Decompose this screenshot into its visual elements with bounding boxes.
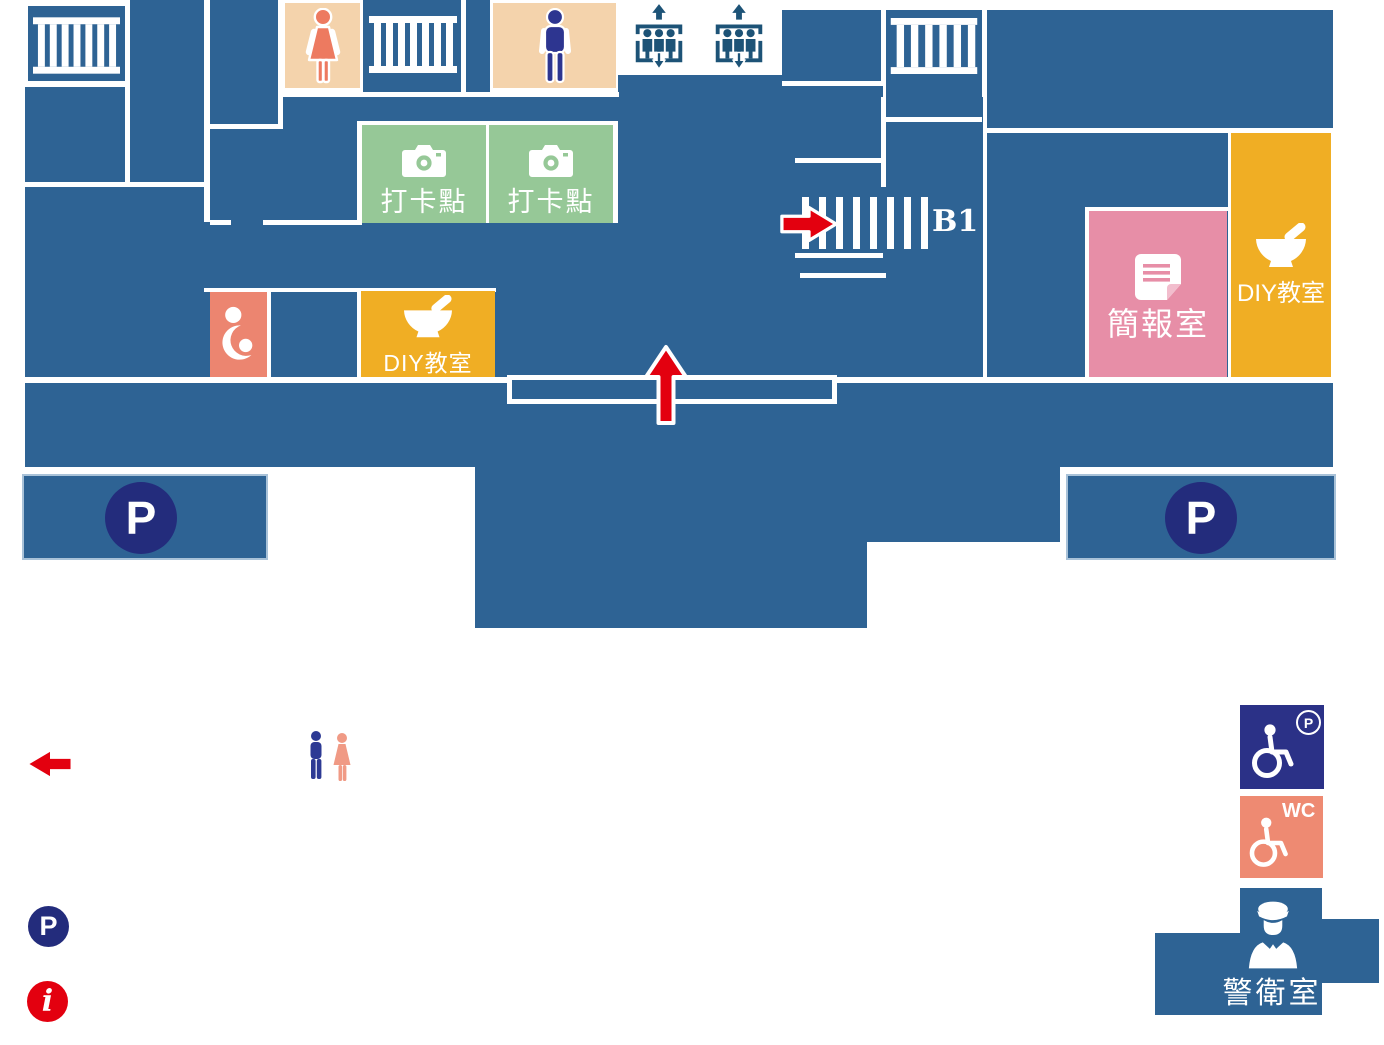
stairs-icon <box>890 18 978 74</box>
restroom-men <box>493 3 616 88</box>
entrance-up-arrow-icon <box>642 344 690 426</box>
wall <box>204 129 210 222</box>
diy-classroom-left: DIY教室 <box>361 291 495 377</box>
map-block <box>210 0 278 124</box>
nursing-icon <box>219 305 259 363</box>
parking-letter: P <box>125 492 157 544</box>
guard-icon <box>1247 899 1299 971</box>
parking-letter: P <box>39 911 58 941</box>
stair-landing-line <box>795 253 883 258</box>
briefing-label: 簡報室 <box>1106 306 1209 342</box>
stair-tread <box>921 197 928 249</box>
map-block <box>25 187 207 377</box>
camera-icon <box>529 143 573 177</box>
parking-icon: P <box>1165 482 1237 554</box>
parking-icon: P <box>105 482 177 554</box>
accessible-wc-box: WC <box>1240 796 1323 878</box>
wall <box>204 288 496 292</box>
parking-letter: P <box>1185 492 1217 544</box>
legend-parking-icon: P <box>28 906 69 947</box>
map-block <box>776 86 883 134</box>
wall <box>881 97 886 187</box>
wall <box>886 117 982 122</box>
wall <box>357 121 362 223</box>
diy-label: DIY教室 <box>383 350 473 376</box>
wall <box>486 121 490 223</box>
b1-label: B1 <box>932 204 979 239</box>
map-tongue-mid <box>475 467 1060 542</box>
map-block <box>466 0 490 92</box>
nursing-room <box>210 292 267 377</box>
stair-tread <box>853 197 860 249</box>
document-icon <box>1135 254 1181 304</box>
stair-landing-line <box>795 158 883 163</box>
stair-landing-line <box>800 273 886 278</box>
checkin-point-2: 打卡點 <box>489 125 613 223</box>
info-letter: i <box>41 984 54 1019</box>
stairs-icon <box>33 17 120 74</box>
guard-room-block <box>1321 919 1379 983</box>
wall <box>263 220 362 225</box>
map-block <box>782 10 881 81</box>
map-block-top-right <box>987 10 1333 128</box>
elevator-icon <box>628 4 690 72</box>
elevator-icon <box>708 4 770 72</box>
wheelchair-icon <box>1248 723 1298 781</box>
parking-letter: P <box>1303 714 1314 731</box>
mortar-pestle-icon <box>402 295 454 343</box>
man-icon <box>537 8 573 84</box>
legend-info-icon: i <box>27 981 68 1022</box>
restroom-women <box>285 3 360 88</box>
wall <box>357 292 361 377</box>
woman-icon <box>301 8 345 84</box>
diy-classroom-right: DIY教室 <box>1231 133 1331 377</box>
map-block <box>25 87 125 182</box>
wall <box>283 92 619 97</box>
stair-tread <box>904 197 911 249</box>
wall <box>1085 207 1089 377</box>
circled-p-icon: P <box>1296 710 1321 735</box>
map-block <box>130 0 204 182</box>
checkin-label: 打卡點 <box>507 187 595 217</box>
accessible-parking-box: P <box>1240 705 1324 789</box>
legend-left-arrow-icon <box>28 750 72 778</box>
briefing-room: 簡報室 <box>1089 211 1227 377</box>
stair-tread <box>887 197 894 249</box>
b1-right-arrow-icon <box>779 204 839 244</box>
map-tongue-deep <box>475 540 867 628</box>
elevator-area <box>618 0 781 75</box>
legend-restroom-pair-icon <box>306 731 358 784</box>
wall <box>1085 207 1231 211</box>
checkin-point-1: 打卡點 <box>362 125 486 223</box>
wheelchair-icon <box>1246 816 1292 870</box>
mortar-pestle-icon <box>1254 223 1308 273</box>
stair-tread <box>836 197 843 249</box>
wall <box>210 220 231 225</box>
wall <box>267 292 271 377</box>
stairs-icon <box>368 16 458 73</box>
map-block <box>618 75 782 133</box>
wall <box>613 121 618 223</box>
wc-label: WC <box>1282 800 1316 822</box>
guard-label: 警衛室 <box>1222 977 1322 1010</box>
guard-room-block <box>1155 933 1241 1015</box>
camera-icon <box>402 143 446 177</box>
checkin-label: 打卡點 <box>380 187 468 217</box>
diy-label: DIY教室 <box>1236 280 1325 307</box>
stair-tread <box>870 197 877 249</box>
